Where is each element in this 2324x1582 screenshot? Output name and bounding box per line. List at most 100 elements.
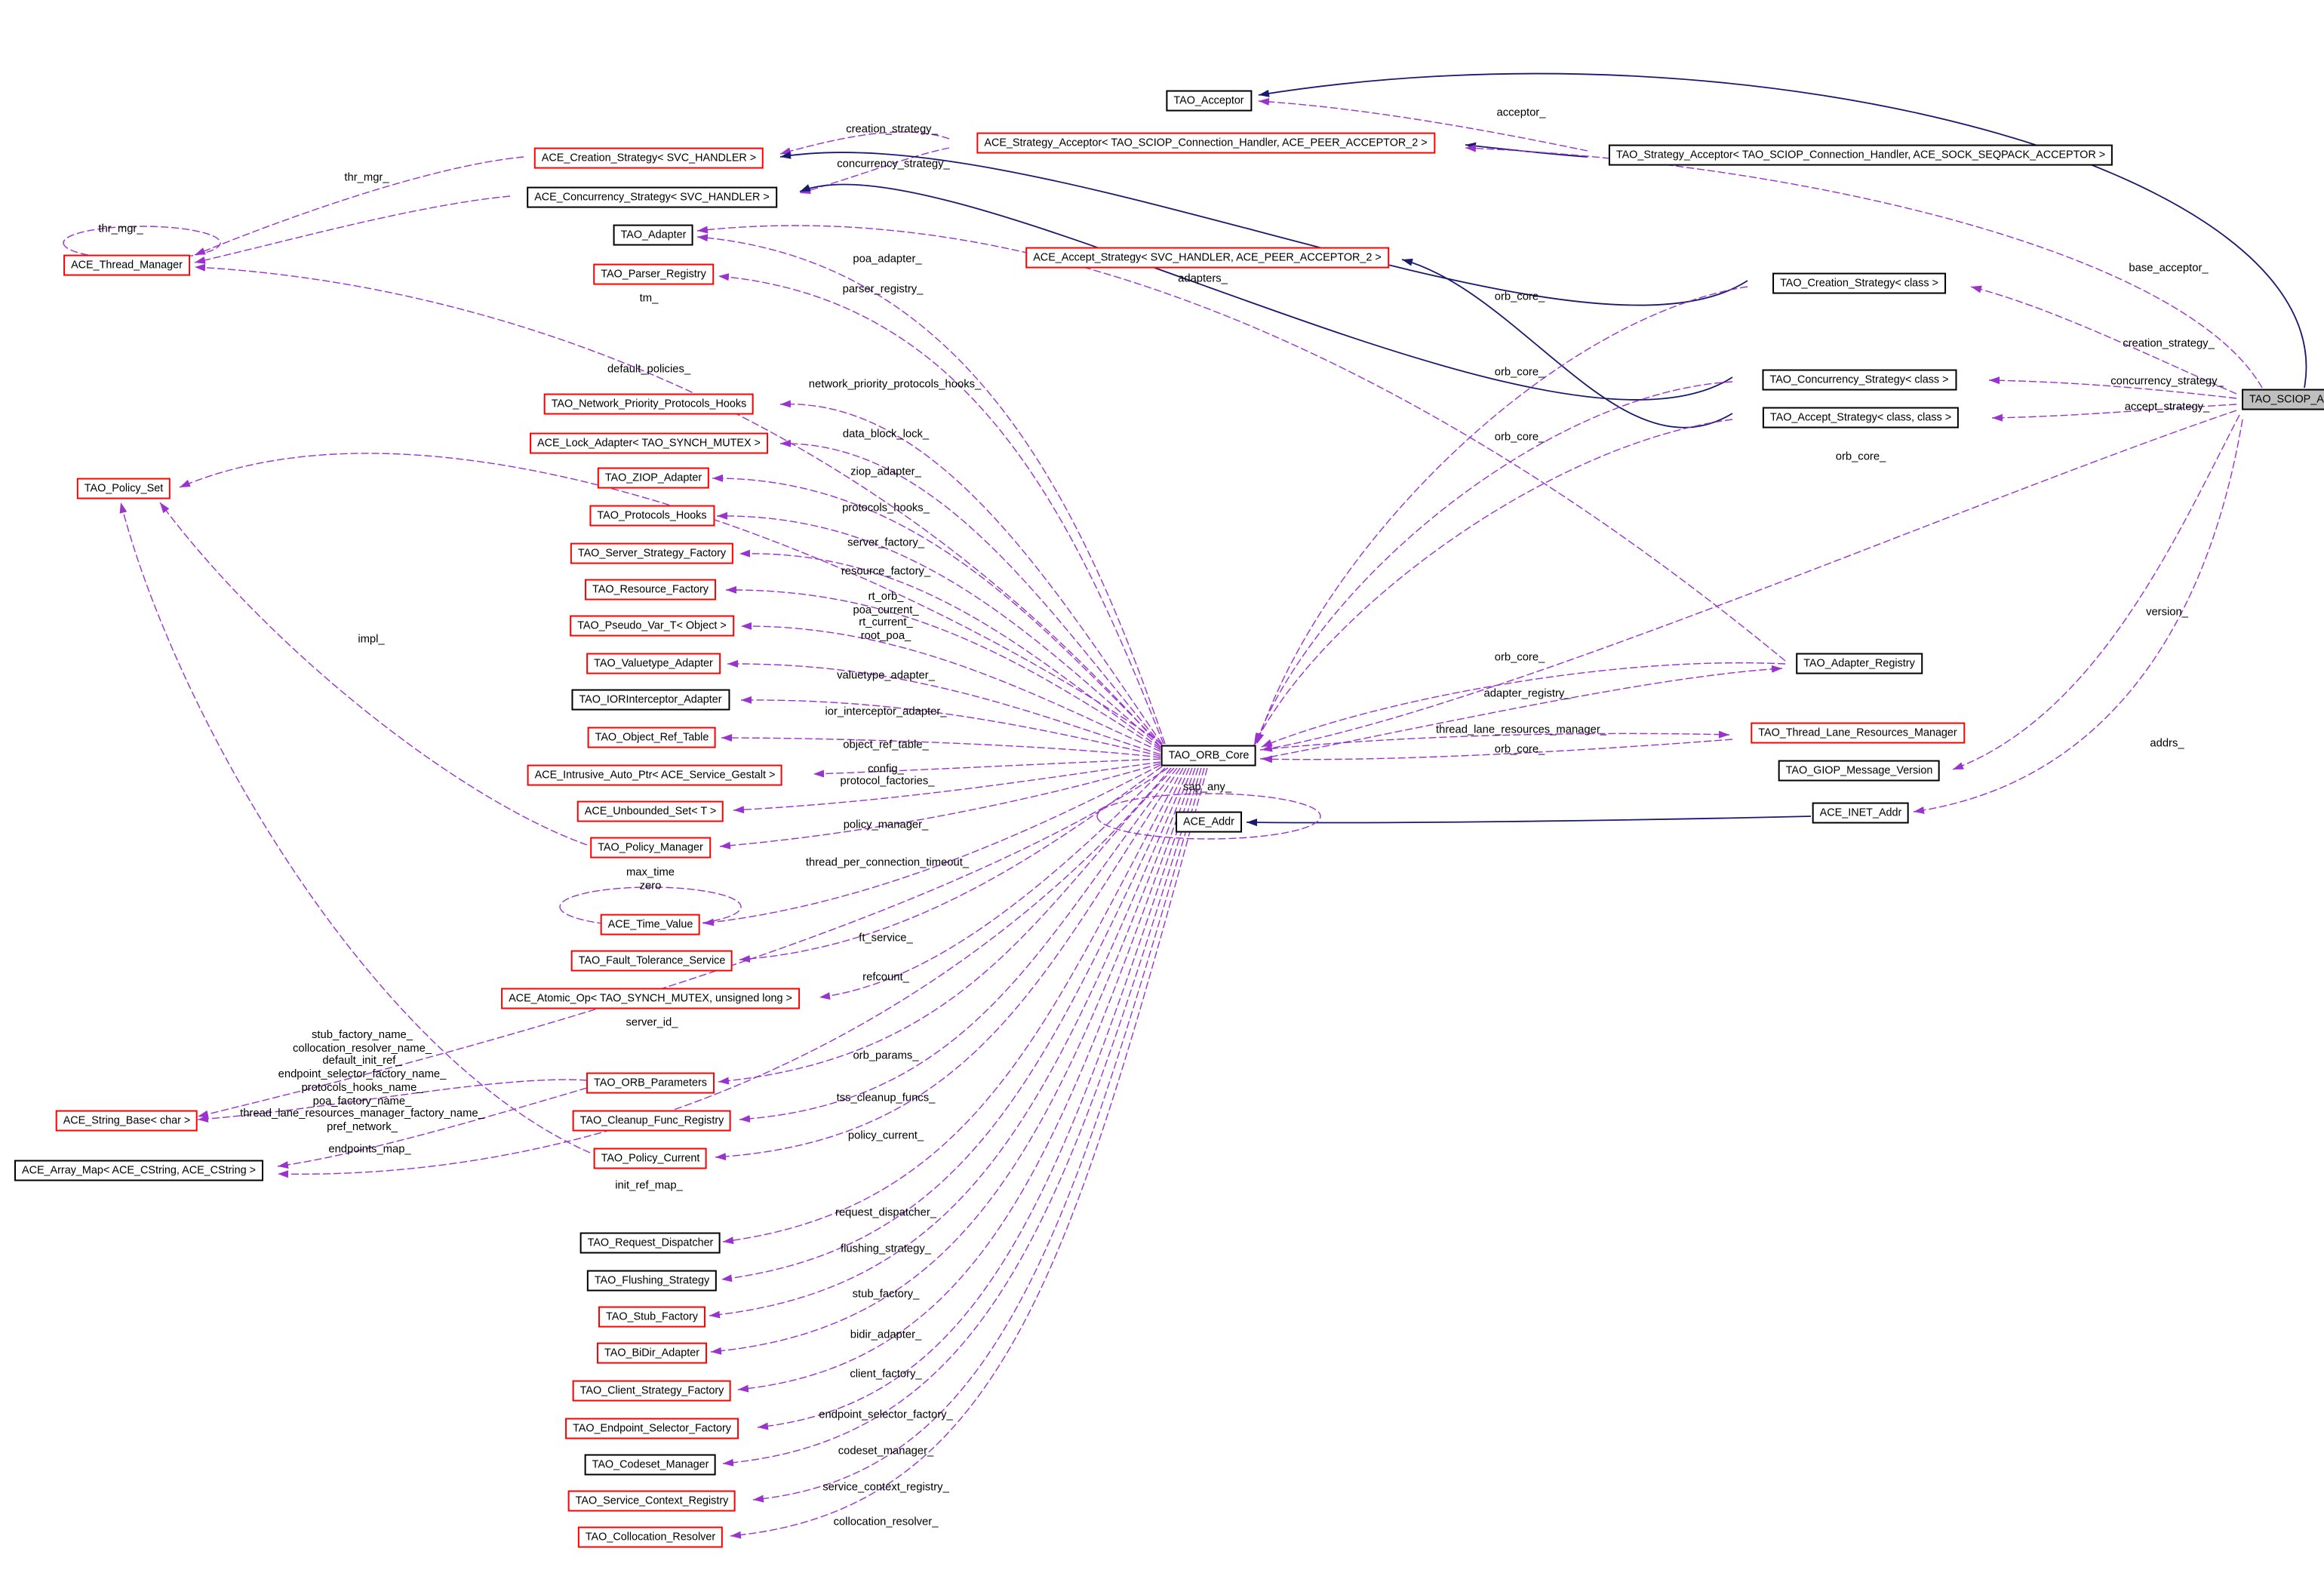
edge-label-sap-any: sap_any_ xyxy=(1182,779,1232,794)
edge-label-thread-lane-label: thread_lane_resources_manager_ xyxy=(1436,722,1606,736)
edge-tao-adapter-registry-to-tao-orb-core xyxy=(1261,662,1786,748)
class-node-ace-lock-adapter[interactable]: ACE_Lock_Adapter< TAO_SYNCH_MUTEX > xyxy=(530,432,768,455)
edge-label-endpoints-map: endpoints_map_ xyxy=(328,1141,411,1156)
edge-tao-strategy-acceptor-to-tao-acceptor xyxy=(1258,97,1588,152)
edge-tao-orb-core-to-tao-cleanup-func-registry xyxy=(739,767,1178,1123)
class-node-tao-codeset-manager: TAO_Codeset_Manager xyxy=(584,1454,717,1476)
edge-label-rt-multi: rt_orb_ poa_current_ rt_current_ root_po… xyxy=(853,589,919,643)
class-node-ace-unbounded-set[interactable]: ACE_Unbounded_Set< T > xyxy=(576,800,724,823)
class-node-ace-creation-strategy[interactable]: ACE_Creation_Strategy< SVC_HANDLER > xyxy=(533,147,764,170)
class-node-tao-ziop-adapter[interactable]: TAO_ZIOP_Adapter xyxy=(597,467,710,490)
edge-tao-orb-core-to-tao-codeset-manager xyxy=(722,767,1202,1467)
class-node-tao-protocols-hooks[interactable]: TAO_Protocols_Hooks xyxy=(589,505,715,527)
class-node-tao-thread-lane[interactable]: TAO_Thread_Lane_Resources_Manager xyxy=(1751,722,1965,745)
class-node-ace-strategy-acceptor[interactable]: ACE_Strategy_Acceptor< TAO_SCIOP_Connect… xyxy=(976,132,1435,155)
class-node-tao-object-ref-table[interactable]: TAO_Object_Ref_Table xyxy=(587,726,717,749)
edge-label-object-ref-table: object_ref_table_ xyxy=(843,737,929,751)
edge-label-bidir-adapter: bidir_adapter_ xyxy=(850,1327,922,1341)
edge-ace-concurrency-strategy-to-ace-thread-manager xyxy=(194,195,511,264)
edge-ace-thread-manager-to-ace-thread-manager xyxy=(63,226,221,260)
class-node-tao-parser-registry[interactable]: TAO_Parser_Registry xyxy=(593,263,714,286)
class-node-tao-bidir-adapter[interactable]: TAO_BiDir_Adapter xyxy=(597,1342,707,1365)
class-node-tao-sciop-acceptor: TAO_SCIOP_Acceptor xyxy=(2242,389,2324,411)
edge-tao-orb-core-to-tao-service-context-registry xyxy=(752,767,1205,1503)
class-node-tao-policy-manager[interactable]: TAO_Policy_Manager xyxy=(590,837,711,859)
class-node-ace-string-base[interactable]: ACE_String_Base< char > xyxy=(55,1110,198,1132)
edge-label-parser-registry: parser_registry_ xyxy=(842,281,924,296)
edge-label-server-id: server_id_ xyxy=(626,1015,678,1029)
edge-label-orb-core-e: orb_core_ xyxy=(1494,650,1545,664)
edge-label-accept-strategy-right: accept_strategy_ xyxy=(2124,399,2210,413)
class-node-tao-policy-current[interactable]: TAO_Policy_Current xyxy=(593,1147,708,1170)
edge-tao-orb-core-to-ace-string-base xyxy=(197,767,1169,1118)
class-node-tao-client-strategy-factory[interactable]: TAO_Client_Strategy_Factory xyxy=(572,1380,732,1402)
class-node-tao-network-priority[interactable]: TAO_Network_Priority_Protocols_Hooks xyxy=(543,393,755,416)
edge-label-stub-factory: stub_factory_ xyxy=(852,1286,920,1301)
edge-tao-orb-core-to-ace-array-map xyxy=(277,767,1172,1178)
class-node-ace-time-value[interactable]: ACE_Time_Value xyxy=(600,914,701,936)
edge-tao-strategy-acceptor-to-ace-strategy-acceptor xyxy=(1465,142,1588,158)
edge-label-orb-core-c: orb_core_ xyxy=(1494,429,1545,444)
edge-tao-orb-core-to-tao-bidir-adapter xyxy=(710,767,1193,1355)
class-node-ace-intrusive-auto-ptr[interactable]: ACE_Intrusive_Auto_Ptr< ACE_Service_Gest… xyxy=(527,764,783,787)
class-node-ace-atomic-op[interactable]: ACE_Atomic_Op< TAO_SYNCH_MUTEX, unsigned… xyxy=(501,988,800,1010)
edge-tao-orb-core-to-tao-flushing-strategy xyxy=(721,767,1187,1282)
edge-label-config: config_ xyxy=(868,761,904,776)
edge-label-endpoint-selector: endpoint_selector_factory_ xyxy=(819,1407,953,1421)
class-node-ace-accept-strategy[interactable]: ACE_Accept_Strategy< SVC_HANDLER, ACE_PE… xyxy=(1025,247,1389,269)
class-node-ace-concurrency-strategy: ACE_Concurrency_Strategy< SVC_HANDLER > xyxy=(527,186,777,209)
edge-label-protocols-hooks: protocols_hooks_ xyxy=(842,500,930,515)
edge-tao-orb-core-to-tao-request-dispatcher xyxy=(722,767,1184,1245)
edge-label-orb-core-d: orb_core_ xyxy=(1835,449,1886,463)
class-node-tao-creation-strategy: TAO_Creation_Strategy< class > xyxy=(1772,272,1946,295)
edge-tao-accept-strategy-to-ace-accept-strategy xyxy=(1401,258,1733,429)
class-node-tao-request-dispatcher: TAO_Request_Dispatcher xyxy=(579,1232,721,1255)
edge-tao-orb-core-to-ace-unbounded-set xyxy=(733,761,1161,814)
class-node-tao-resource-factory[interactable]: TAO_Resource_Factory xyxy=(585,579,716,601)
edge-tao-thread-lane-to-tao-orb-core xyxy=(1261,739,1733,763)
class-node-tao-policy-set[interactable]: TAO_Policy_Set xyxy=(76,478,171,500)
edge-tao-concurrency-strategy-to-tao-orb-core xyxy=(1255,381,1733,745)
edge-label-creation-strategy-top: creation_strategy_ xyxy=(846,121,938,136)
edge-tao-orb-core-to-tao-valuetype-adapter xyxy=(727,659,1161,755)
class-node-tao-fault-tolerance[interactable]: TAO_Fault_Tolerance_Service xyxy=(570,950,733,972)
edge-label-poa-adapter: poa_adapter_ xyxy=(853,251,922,266)
edge-label-orb-params: orb_params_ xyxy=(853,1048,919,1062)
edge-tao-orb-parameters-to-ace-array-map xyxy=(277,1087,588,1169)
edge-tao-policy-manager-to-tao-policy-set xyxy=(159,502,588,846)
class-node-tao-concurrency-strategy: TAO_Concurrency_Strategy< class > xyxy=(1762,369,1957,392)
class-node-tao-strategy-acceptor: TAO_Strategy_Acceptor< TAO_SCIOP_Connect… xyxy=(1608,144,2113,167)
class-node-tao-stub-factory[interactable]: TAO_Stub_Factory xyxy=(598,1306,706,1329)
edge-label-tm: tm_ xyxy=(639,290,659,305)
class-node-tao-cleanup-func-registry[interactable]: TAO_Cleanup_Func_Registry xyxy=(572,1110,732,1132)
class-node-tao-pseudo-var[interactable]: TAO_Pseudo_Var_T< Object > xyxy=(570,615,734,637)
class-node-ace-thread-manager[interactable]: ACE_Thread_Manager xyxy=(63,254,190,277)
edge-tao-orb-core-to-tao-adapter xyxy=(696,234,1166,745)
edge-label-valuetype-adapter: valuetype_adapter_ xyxy=(837,668,935,682)
edge-label-acceptor: acceptor_ xyxy=(1496,105,1546,119)
edge-tao-orb-core-to-tao-policy-current xyxy=(715,767,1181,1161)
class-node-tao-orb-parameters[interactable]: TAO_ORB_Parameters xyxy=(586,1072,715,1095)
edge-tao-orb-core-to-tao-client-strategy-factory xyxy=(737,767,1196,1393)
edge-label-max-time-zero: max_time zero xyxy=(626,865,675,892)
class-node-tao-endpoint-selector-factory[interactable]: TAO_Endpoint_Selector_Factory xyxy=(565,1418,739,1440)
edge-tao-orb-parameters-to-ace-string-base xyxy=(197,1079,588,1123)
class-node-tao-valuetype-adapter[interactable]: TAO_Valuetype_Adapter xyxy=(586,653,721,675)
class-node-tao-server-strategy-factory[interactable]: TAO_Server_Strategy_Factory xyxy=(570,542,734,565)
class-node-tao-iorinterceptor-adapter: TAO_IORInterceptor_Adapter xyxy=(571,689,730,711)
edge-label-version: version_ xyxy=(2146,604,2188,619)
edge-label-policy-manager: policy_manager_ xyxy=(843,817,929,831)
class-node-tao-adapter-registry: TAO_Adapter_Registry xyxy=(1796,653,1923,675)
edge-label-thr-mgr-2: thr_mgr_ xyxy=(98,221,143,235)
edge-tao-orb-core-to-tao-policy-manager xyxy=(719,763,1161,849)
edge-label-protocol-factories: protocol_factories_ xyxy=(840,773,935,788)
class-node-tao-collocation-resolver[interactable]: TAO_Collocation_Resolver xyxy=(577,1526,724,1549)
edge-tao-orb-core-to-tao-network-priority xyxy=(779,400,1163,745)
edge-label-init-ref-map: init_ref_map_ xyxy=(615,1178,683,1192)
edge-tao-orb-core-to-tao-parser-registry xyxy=(718,273,1164,745)
edge-label-server-factory: server_factory_ xyxy=(847,535,924,549)
class-node-tao-service-context-registry[interactable]: TAO_Service_Context_Registry xyxy=(567,1490,736,1513)
edge-tao-orb-core-to-tao-server-strategy-factory xyxy=(739,549,1161,749)
edge-tao-orb-core-to-ace-lock-adapter xyxy=(779,439,1163,746)
edge-label-tss-cleanup: tss_cleanup_funcs_ xyxy=(836,1090,936,1104)
